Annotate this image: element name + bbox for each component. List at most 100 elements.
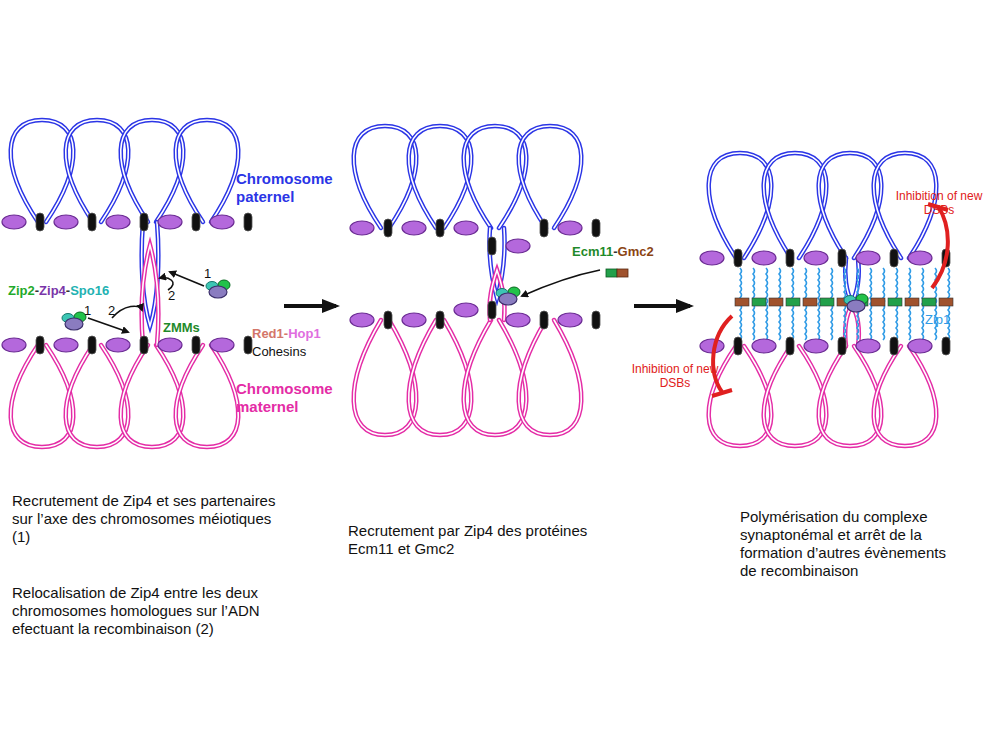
red1-hop1-bead (454, 221, 478, 235)
dna-loop (121, 345, 184, 447)
dna-loop (354, 320, 417, 435)
cohesin (592, 219, 600, 237)
cohesin (140, 336, 148, 354)
cohesin-label: Cohesins (252, 344, 342, 360)
gmc2 (617, 269, 628, 277)
red1-hop1-bead (856, 251, 880, 265)
red1-hop1-bead (506, 313, 530, 327)
dna-loop (764, 346, 827, 446)
cohesin (734, 249, 742, 267)
red1-hop1-bead (2, 215, 26, 229)
dna-loop (121, 120, 184, 222)
dna-loop (121, 345, 184, 447)
dna-loop (142, 245, 159, 345)
central-element (769, 298, 783, 306)
inhibition-bracket (932, 206, 948, 288)
red1-hop1-bead (804, 339, 828, 353)
chromosome-label: Chromosome maternel (236, 380, 336, 416)
cohesin (488, 237, 496, 255)
red1-hop1-bead (558, 313, 582, 327)
red1-hop1-bead (506, 239, 530, 253)
dna-loop (709, 153, 772, 258)
dna-loop (709, 153, 772, 258)
red1-hop1-bead (158, 215, 182, 229)
zip1-filament (818, 268, 820, 340)
cohesin (786, 249, 794, 267)
caption-text: Recrutement de Zip4 et ses partenaires s… (12, 492, 282, 546)
text-part: Hop1 (288, 326, 321, 341)
dna-loop (11, 345, 74, 447)
arrow (522, 270, 600, 296)
dna-loop (66, 120, 129, 222)
axis-label: Red1-Hop1 (252, 326, 352, 342)
dna-loop (519, 320, 582, 435)
zmm-label: ZMMs (163, 320, 223, 336)
cohesin (838, 249, 846, 267)
red1-hop1-bead (54, 338, 78, 352)
cohesin (36, 336, 44, 354)
callout-number: 1 (204, 266, 216, 282)
text-part: Zip2 (8, 283, 35, 298)
red1-hop1-bead (558, 221, 582, 235)
cohesin (88, 336, 96, 354)
ecm11 (606, 269, 617, 277)
inhibition-note: Inhibition of new DSBs (620, 362, 730, 391)
cohesin (88, 213, 96, 231)
dna-loop (709, 346, 772, 446)
dna-loop (519, 126, 582, 228)
cohesin (244, 336, 252, 354)
dna-loop (354, 126, 417, 228)
central-element (735, 298, 749, 306)
dna-loop (11, 120, 74, 222)
dna-loop (874, 346, 937, 446)
red1-hop1-bead (210, 215, 234, 229)
cohesin (488, 301, 496, 319)
red1-hop1-bead (350, 313, 374, 327)
callout-number: 1 (84, 303, 96, 319)
red1-hop1-bead (350, 221, 374, 235)
dna-loop (66, 345, 129, 447)
red1-hop1-bead (908, 339, 932, 353)
central-element (939, 298, 953, 306)
red1-hop1-bead (54, 215, 78, 229)
arrow (88, 318, 128, 332)
dna-loop (409, 320, 472, 435)
inhibition-note: Inhibition of new DSBs (884, 189, 994, 218)
zip4 (847, 300, 865, 312)
dna-loop (66, 120, 129, 222)
dna-loop (464, 320, 527, 435)
central-element (888, 298, 902, 306)
callout-number: 2 (108, 303, 120, 319)
cohesin (786, 337, 794, 355)
dna-loop (176, 120, 239, 222)
red1-hop1-bead (210, 338, 234, 352)
dna-loop (764, 153, 827, 258)
dna-loop (176, 120, 239, 222)
dna-loop (354, 320, 417, 435)
zip4 (209, 286, 227, 298)
cohesin (838, 337, 846, 355)
cohesin (734, 337, 742, 355)
caption-text: Polymérisation du complexe synaptonémal … (740, 508, 965, 580)
text-part: - (284, 326, 288, 341)
text-part: Spo16 (70, 283, 109, 298)
central-element (820, 298, 834, 306)
dna-loop (121, 120, 184, 222)
zip1-label: Zip1 (925, 312, 965, 328)
dna-loop (66, 345, 129, 447)
central-element (905, 298, 919, 306)
cohesin (592, 311, 600, 329)
text-part: Zip4 (39, 283, 66, 298)
central-element (871, 298, 885, 306)
dna-loop (819, 346, 882, 446)
text-part: Gmc2 (618, 244, 654, 259)
chromosome-label: Chromosome paternel (236, 170, 336, 206)
cohesin (36, 213, 44, 231)
text-part: - (66, 283, 70, 298)
cohesin (540, 219, 548, 237)
inhibition-bracket (713, 316, 732, 392)
red1-hop1-bead (752, 339, 776, 353)
red1-hop1-bead (402, 313, 426, 327)
dna-loop (464, 126, 527, 228)
dna-loop (819, 153, 882, 258)
